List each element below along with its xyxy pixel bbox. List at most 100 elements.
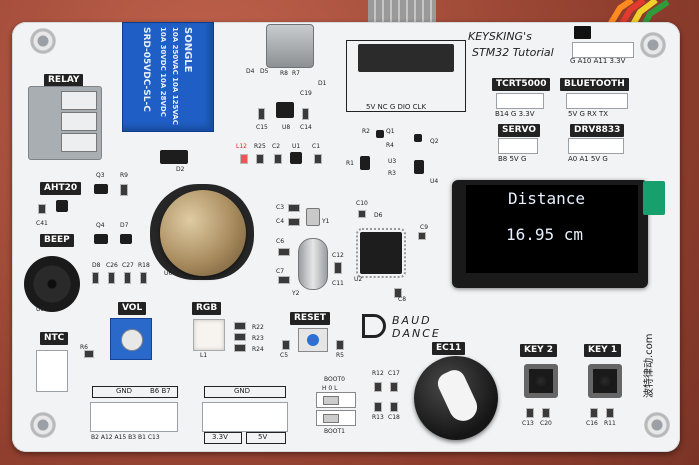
relay-label: RELAY [44,74,84,87]
resistor [234,344,246,352]
gnd-outline-right [204,386,286,398]
uart-pins: G A10 A11 3.3V [570,57,626,65]
resistor [234,333,246,341]
ref-label: D1 [318,80,327,87]
capacitor [590,408,598,418]
diode-d2 [160,150,188,164]
crystal-y2 [298,238,328,290]
reset-label: RESET [290,312,330,325]
resistor [84,350,94,358]
ref-label: R5 [336,352,344,359]
ref-label: C2 [272,143,281,150]
gnd-left-label: GND [116,387,133,395]
boot1-switch[interactable] [316,410,356,426]
rgb-label: RGB [192,302,222,315]
ntc-connector [36,350,68,392]
capacitor [108,272,115,284]
power-header [202,402,288,432]
key2-button[interactable] [524,364,558,398]
capacitor [38,204,46,214]
resistor [374,382,382,392]
servo-header [498,138,538,154]
ref-label: R13 [372,414,384,421]
bluetooth-header [566,93,628,109]
ref-label: C11 [332,280,344,287]
ref-label: C5 [280,352,289,359]
uart-label [574,26,592,39]
resistor [120,184,128,196]
transistor-q3 [94,184,108,194]
ref-label: U1 [292,143,301,150]
ref-label: C12 [332,252,344,259]
ref-label: C18 [388,414,400,421]
capacitor [542,408,550,418]
usb-c-connector [266,24,314,68]
brand-line-1: BAUD [392,314,432,327]
ref-label: C26 [106,262,118,269]
swd-outline [346,40,466,112]
brand-line-2: DANCE [392,327,441,340]
capacitor [394,288,402,298]
ref-label: R18 [138,262,150,269]
servo-pins: B8 5V G [498,155,527,163]
ref-label: Q2 [430,138,439,145]
transistor-q4 [94,234,108,244]
ref-label: R22 [252,324,264,331]
v33-outline [204,432,242,444]
ref-label: D7 [120,222,129,229]
potentiometer[interactable] [110,318,152,360]
transistor-q2 [414,134,422,142]
capacitor [334,262,342,274]
ref-label: C7 [276,268,285,275]
vol-label: VOL [118,302,147,315]
ref-label: U9 [36,306,45,313]
ref-label: R3 [388,170,396,177]
relay-module: SONGLE 10A 250VAC 10A 125VAC 10A 30VDC 1… [122,22,214,132]
ref-label: Q3 [96,172,105,179]
drv8833-header [568,138,624,154]
ref-label: D2 [176,166,185,173]
key2-label: KEY 2 [520,344,558,357]
aht20-label: AHT20 [40,182,82,195]
relay-model: SRD-05VDC-SL-C [141,27,151,112]
bottom-left-pins: B2 A12 A15 B3 B1 C13 [91,434,160,441]
ref-label: R6 [80,344,88,351]
bluetooth-pins: 5V G RX TX [568,110,609,118]
oled-line-1: Distance [508,189,586,208]
relay-brand: SONGLE [182,27,193,73]
rgb-led [193,319,225,351]
ref-label: U4 [430,178,439,185]
swd-header [358,44,454,72]
ref-label: D8 [92,262,101,269]
ntc-label: NTC [40,332,69,345]
screw-terminal [28,86,102,160]
ref-label: C6 [276,238,285,245]
capacitor [314,154,322,164]
ref-label: R9 [120,172,128,179]
ref-label: Y1 [322,218,330,225]
rotary-encoder-knob[interactable] [414,356,498,440]
boot0-switch[interactable] [316,392,356,408]
key1-button[interactable] [588,364,622,398]
oled-screen: Distance 16.95 cm [466,185,638,273]
capacitor [282,340,290,350]
ref-label: U8 [282,124,291,131]
website-text: 波特律动.com [644,333,655,398]
ref-label: C19 [300,90,312,97]
ref-label: Q1 [386,128,395,135]
uart-header [572,42,634,58]
resistor [336,340,344,350]
v5-outline [246,432,286,444]
crystal-y1 [306,208,320,226]
ref-label: R11 [604,420,616,427]
mount-hole-icon [30,28,56,54]
capacitor [278,248,290,256]
capacitor [390,382,398,392]
led-l12 [240,154,248,164]
ref-label: C3 [276,204,285,211]
drv8833-label: DRV8833 [570,124,625,137]
reset-button[interactable] [298,328,328,352]
capacitor [302,108,309,120]
io-header-left [90,402,178,432]
ref-label: C41 [36,220,48,227]
